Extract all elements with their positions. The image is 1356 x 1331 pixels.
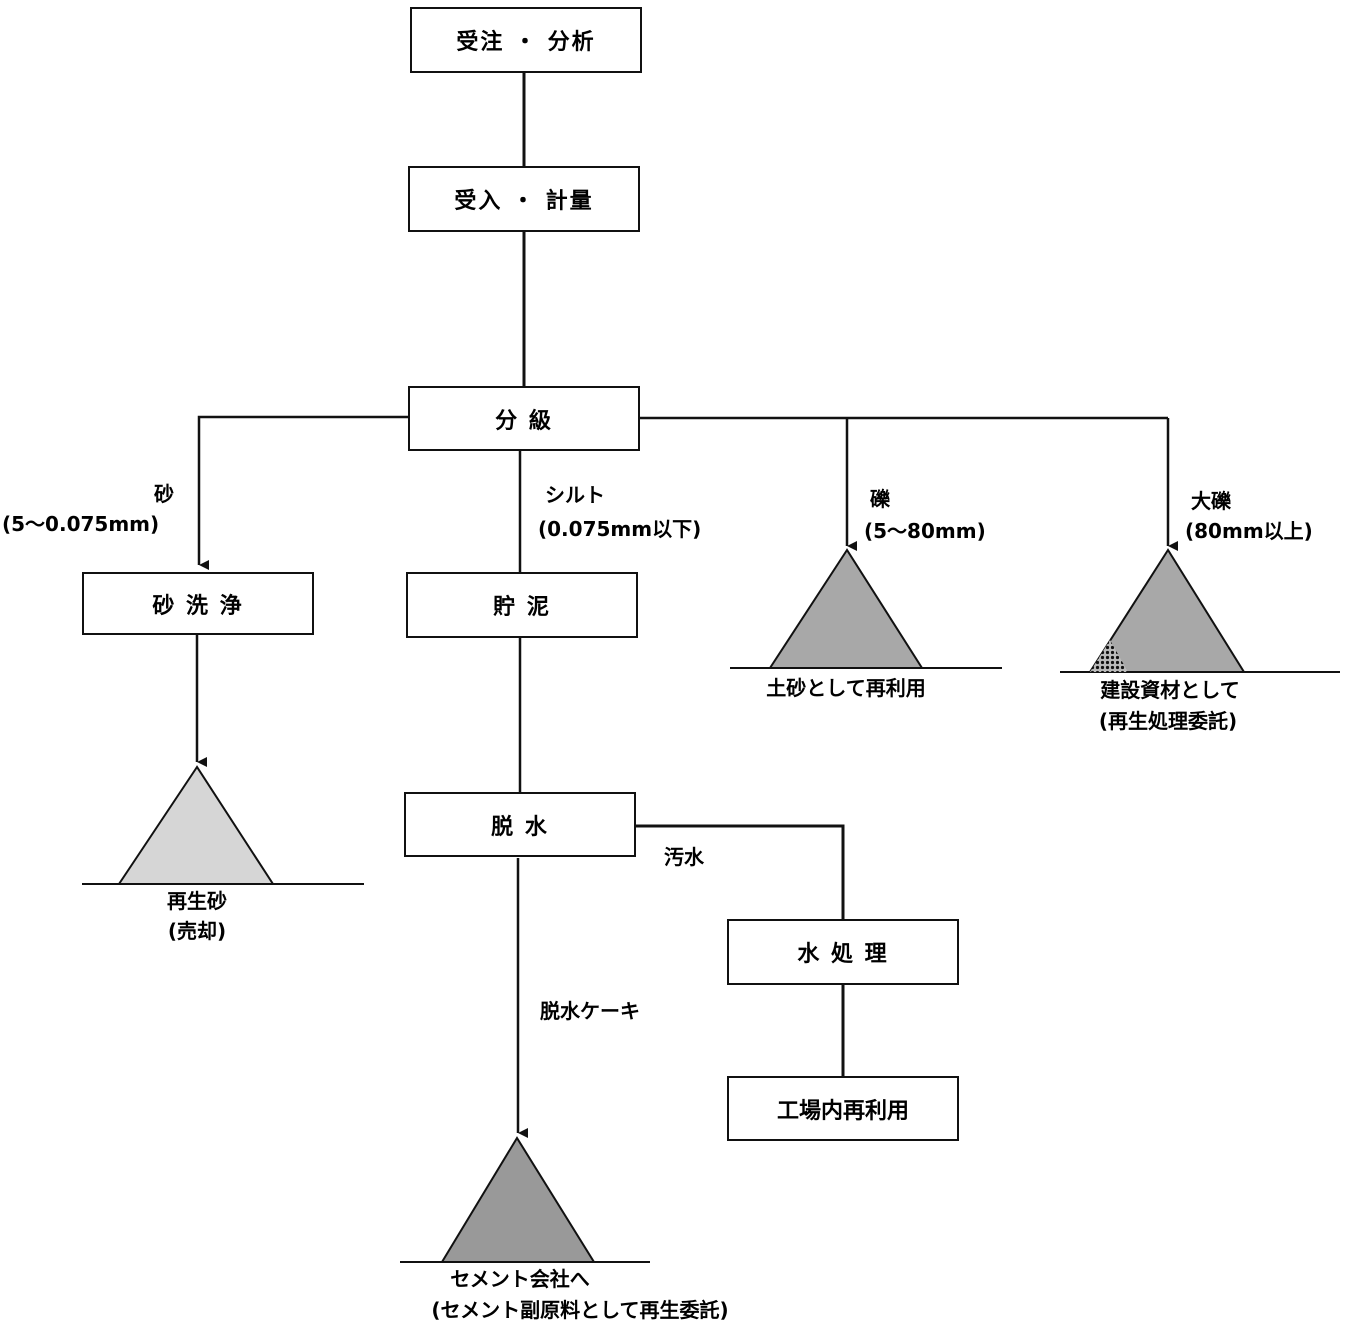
box-dewater: 脱 水: [404, 792, 636, 857]
label-large-gravel: 大礫: [1191, 489, 1231, 513]
pile-soil: [768, 548, 924, 669]
box-order-analysis: 受注 ・ 分析: [410, 7, 642, 73]
output-cement-note: (セメント副原料として再生委託): [431, 1298, 729, 1322]
label-sand: 砂: [154, 482, 174, 506]
output-soil-reuse: 土砂として再利用: [766, 676, 926, 700]
output-cement: セメント会社へ: [450, 1267, 590, 1291]
pile-construction-dotted: [1090, 640, 1128, 672]
output-construction: 建設資材として: [1100, 678, 1240, 702]
pile-recycled-sand: [117, 765, 275, 885]
box-water-treatment: 水 処 理: [727, 919, 959, 985]
pile-construction: [1088, 548, 1246, 673]
label-gravel: 礫: [870, 487, 890, 511]
box-sludge-storage: 貯 泥: [406, 572, 638, 638]
output-construction-note: (再生処理委託): [1098, 709, 1238, 733]
box-intake-weigh: 受入 ・ 計量: [408, 166, 640, 232]
output-recycled-sand: 再生砂: [167, 889, 227, 913]
label-silt: シルト: [545, 483, 605, 507]
label-silt-size: (0.075mm以下): [538, 517, 702, 541]
label-dewater-cake: 脱水ケーキ: [540, 999, 640, 1023]
label-large-gravel-size: (80mm以上): [1185, 519, 1313, 543]
pile-cement: [440, 1136, 596, 1263]
box-sand-wash: 砂 洗 浄: [82, 572, 314, 635]
label-gravel-size: (5～80mm): [864, 519, 986, 543]
connector-classify-sand: [197, 415, 408, 570]
box-classify: 分 級: [408, 386, 640, 451]
box-factory-reuse: 工場内再利用: [727, 1076, 959, 1141]
label-wastewater: 汚水: [664, 845, 704, 869]
label-sand-size: (5～0.075mm): [2, 512, 160, 536]
connector-dewater-water: [635, 824, 845, 920]
output-recycled-sand-note: (売却): [167, 919, 227, 943]
